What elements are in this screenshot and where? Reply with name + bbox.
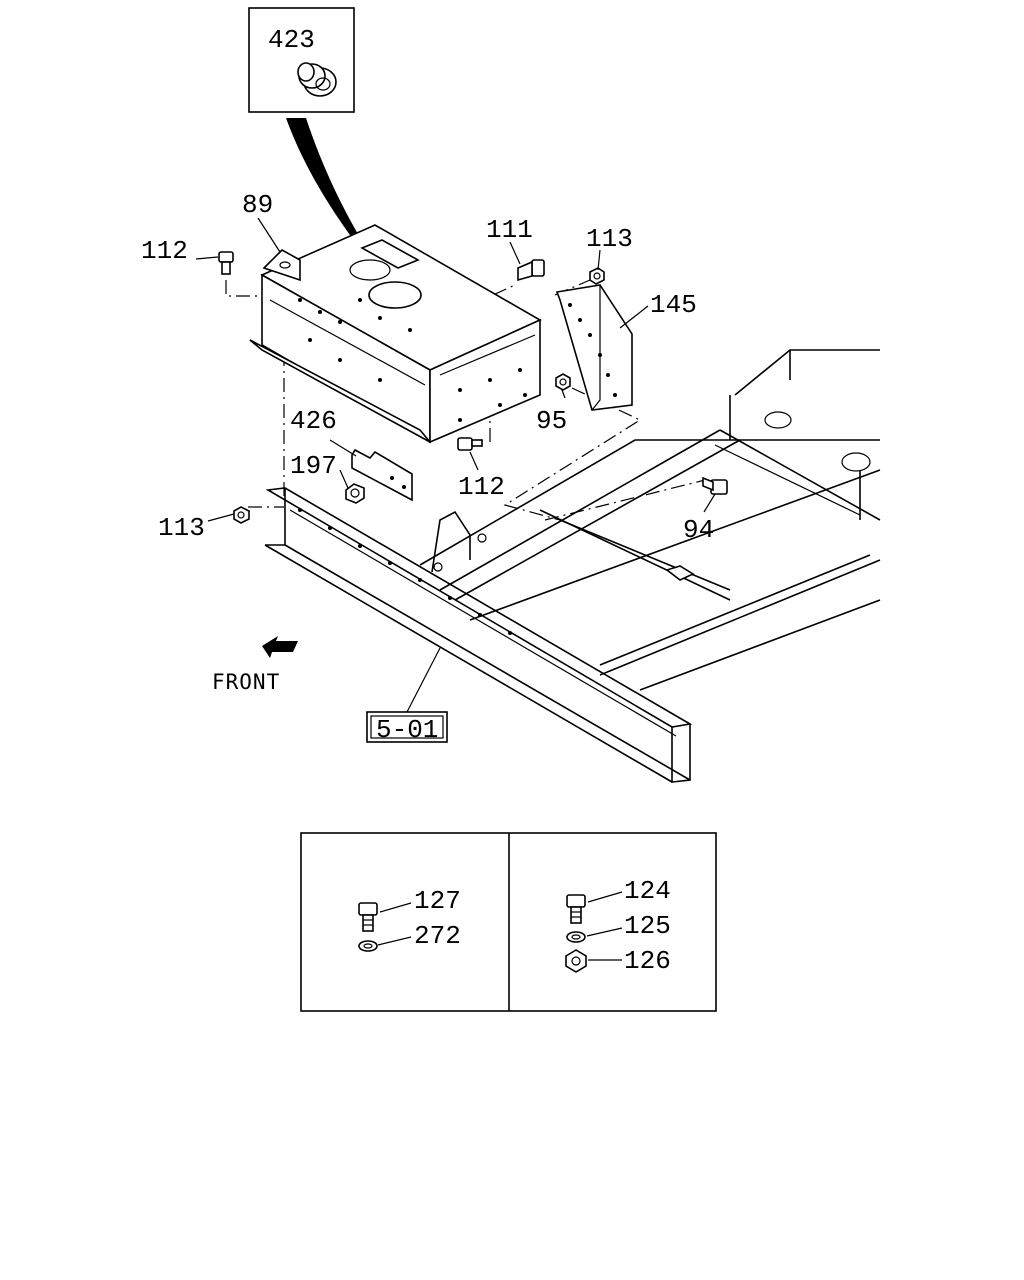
bolt-111-icon	[517, 259, 545, 282]
chassis-frame	[419, 349, 881, 691]
callout-124: 124	[624, 876, 671, 906]
reference-box-5-01	[366, 711, 448, 743]
nut-126-icon	[565, 949, 587, 973]
callout-272: 272	[414, 921, 461, 951]
washer-272-icon	[358, 940, 378, 952]
grommet-423-icon	[297, 62, 337, 97]
front-arrow-icon	[262, 636, 298, 658]
battery-box-89	[249, 224, 542, 444]
fastener-sets-table	[300, 832, 717, 1012]
fastener-set-right	[565, 891, 623, 973]
front-label: FRONT	[212, 670, 280, 694]
bolt-112-left-icon	[218, 251, 234, 275]
callout-113-top: 113	[586, 224, 633, 254]
callout-113-left: 113	[158, 513, 205, 543]
callout-89: 89	[242, 190, 273, 220]
nut-95-icon	[555, 373, 571, 391]
callout-126: 126	[624, 946, 671, 976]
callout-112-mid: 112	[458, 472, 505, 502]
callout-197: 197	[290, 451, 337, 481]
nut-113-top-icon	[589, 267, 605, 285]
callout-111: 111	[486, 215, 533, 245]
callout-112-left: 112	[141, 236, 188, 266]
detail-inset-423	[248, 7, 355, 113]
bracket-145	[555, 284, 633, 411]
bolt-94-icon	[702, 476, 728, 495]
callout-leaders	[195, 217, 716, 713]
bolt-112-mid-icon	[457, 437, 483, 451]
bolt-124-icon	[566, 894, 586, 924]
callout-145: 145	[650, 290, 697, 320]
callout-125: 125	[624, 911, 671, 941]
detail-leader-wedge	[286, 118, 390, 286]
frame-side-rail	[264, 487, 693, 783]
fastener-set-left	[358, 902, 412, 952]
washer-125-icon	[566, 931, 586, 943]
bolt-127-icon	[358, 902, 378, 932]
callout-423: 423	[268, 25, 315, 55]
nut-113-left-icon	[233, 506, 250, 524]
callout-94: 94	[683, 515, 714, 545]
callout-127: 127	[414, 886, 461, 916]
reference-label: 5-01	[376, 715, 438, 745]
callout-95: 95	[536, 406, 567, 436]
plate-426	[351, 448, 413, 502]
callout-426: 426	[290, 406, 337, 436]
nut-197-icon	[345, 483, 365, 504]
